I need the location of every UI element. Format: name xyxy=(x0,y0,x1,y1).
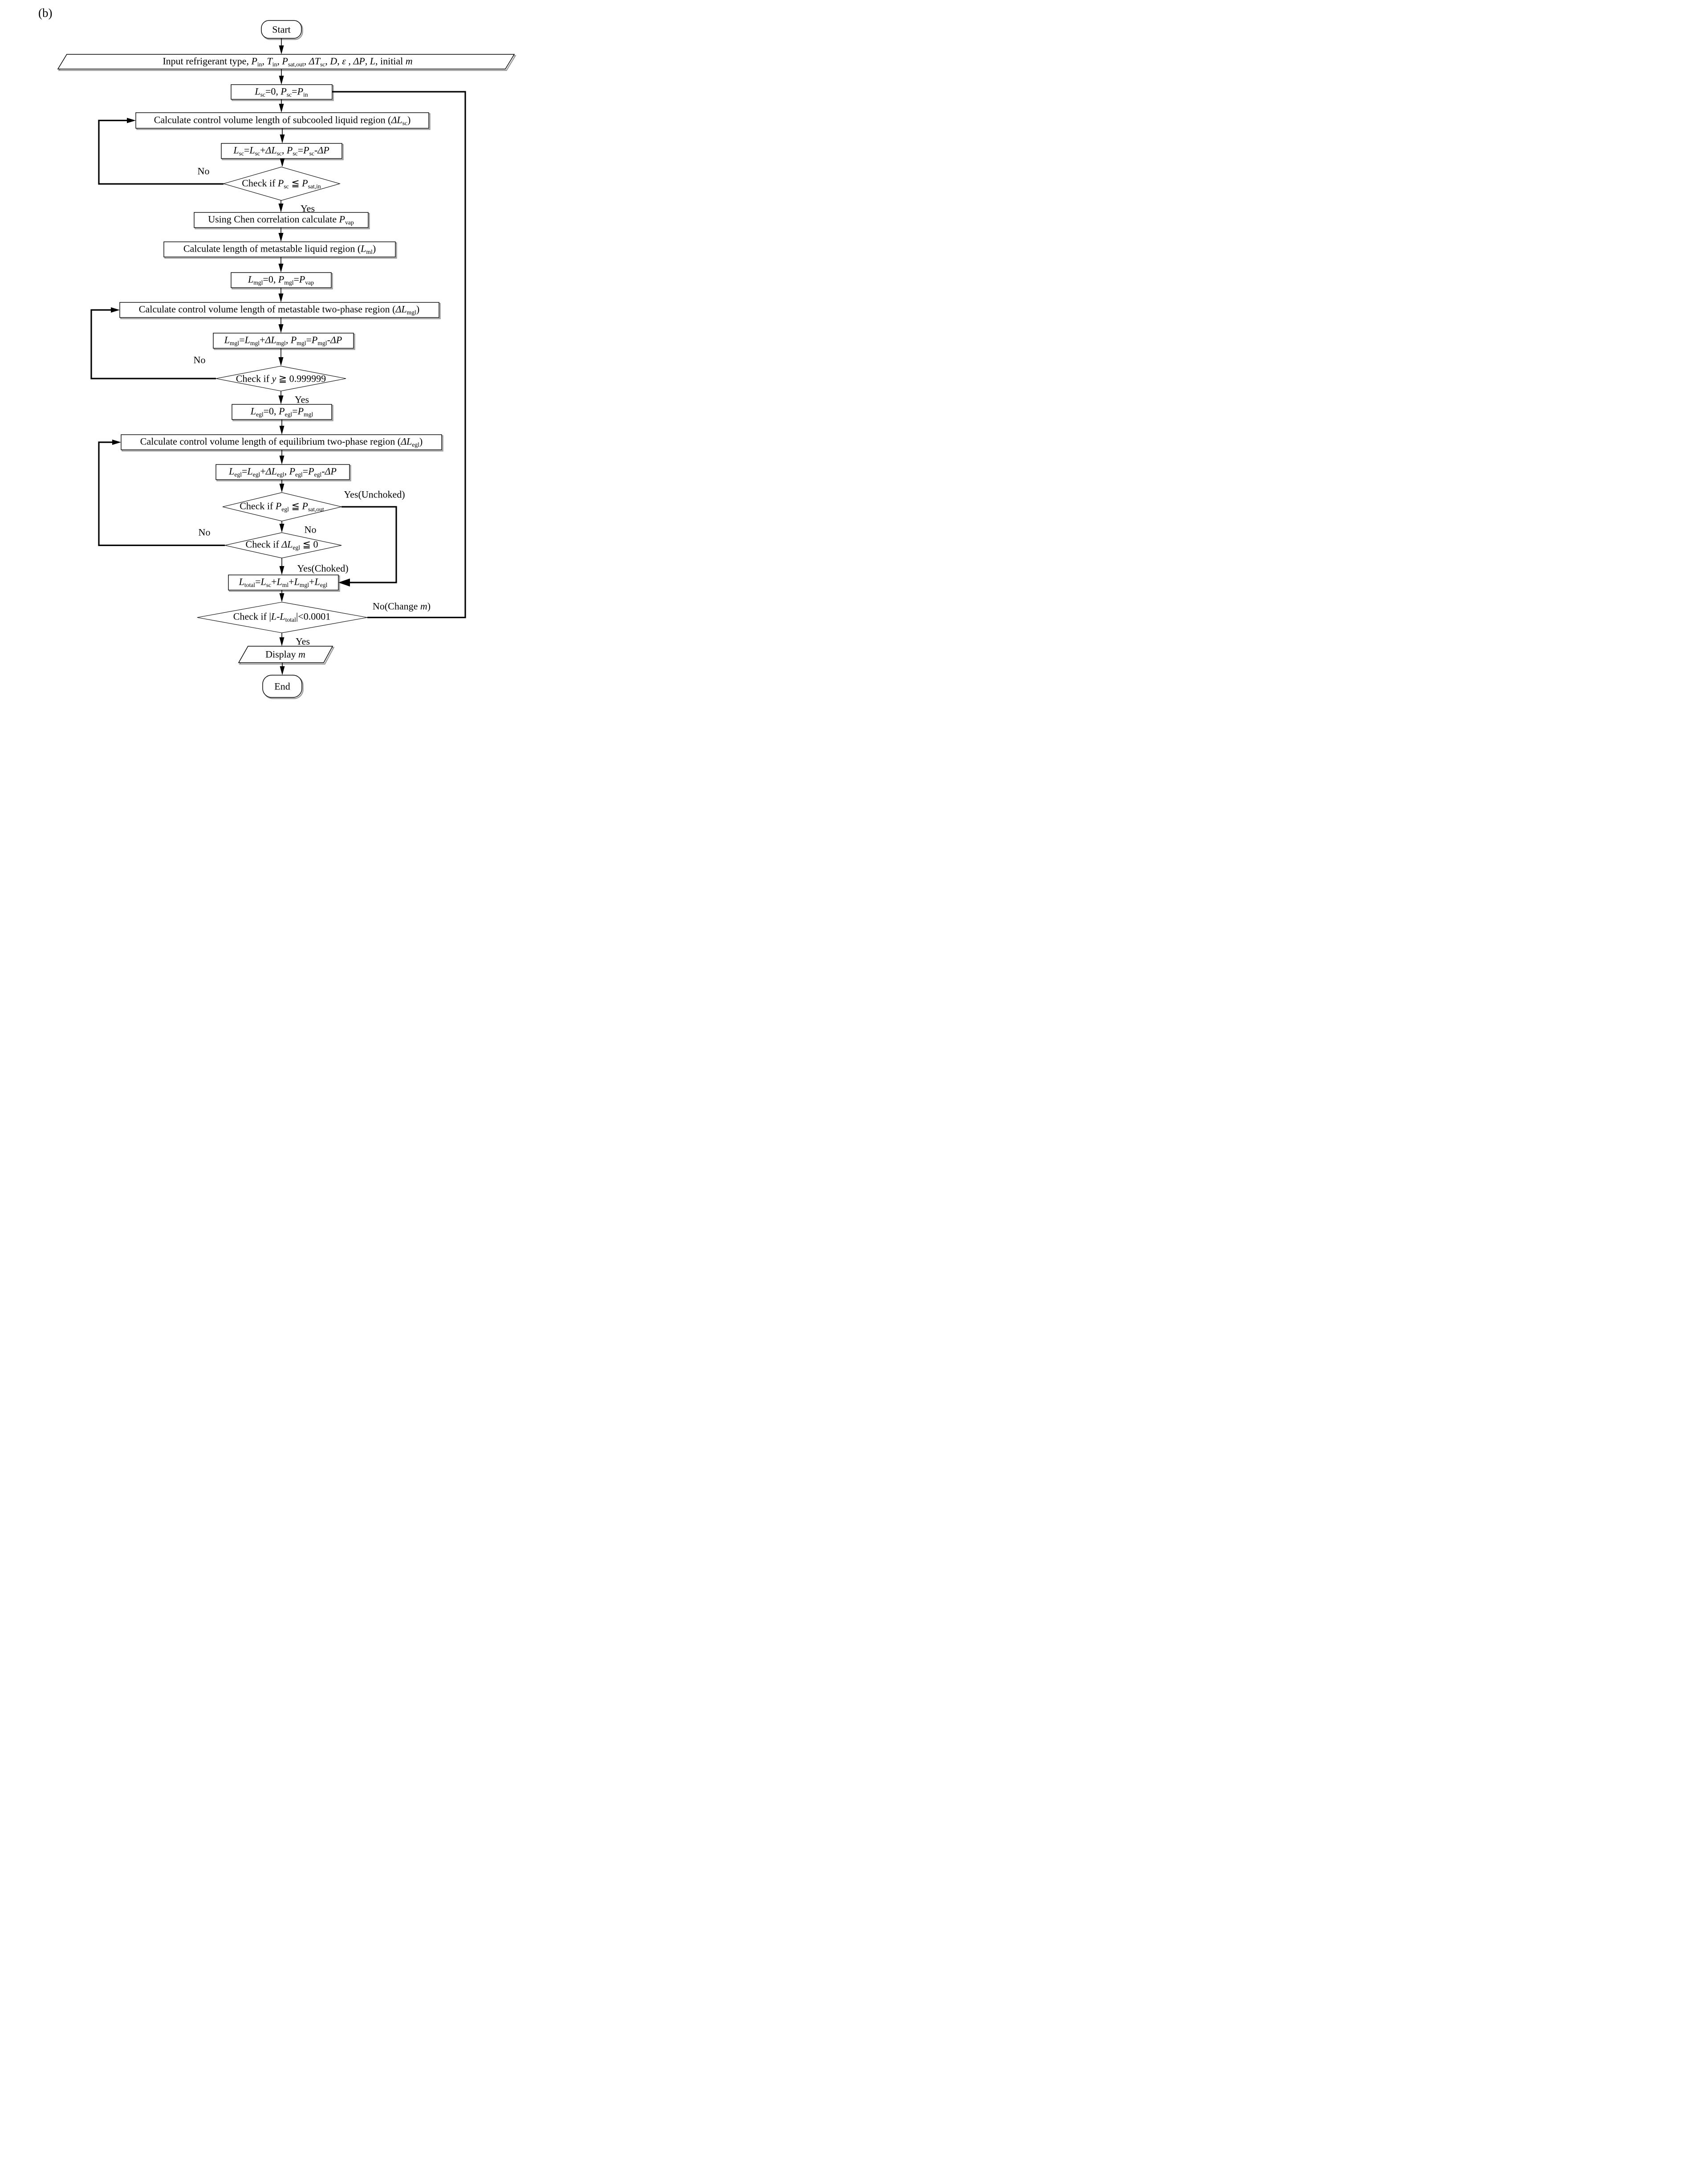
node-init-sc-label: Lsc=0, Psc=Pin xyxy=(255,86,308,98)
flowchart-graphics xyxy=(57,20,516,699)
node-check-converge-label: Check if |L-Ltotal|<0.0001 xyxy=(233,611,331,623)
edge-label-converge-yes: Yes xyxy=(295,636,310,647)
arrowhead-chen-calcml xyxy=(278,233,284,242)
arrowhead-checkpsc-chen xyxy=(278,204,284,212)
input-parallelogram-shape xyxy=(57,54,515,69)
calc-ml-box-shape xyxy=(163,241,396,257)
figure-label: (b) xyxy=(38,6,53,20)
node-start-label: Start xyxy=(272,24,291,35)
node-check-psc-label: Check if Psc ≦ Psat,in xyxy=(242,177,321,190)
arrowhead-checkdlegl-total xyxy=(279,566,285,575)
feedback-change-m-line xyxy=(332,91,466,619)
node-init-mgl-label: Lmgl=0, Pmgl=Pvap xyxy=(248,273,314,286)
node-update-mgl-label: Lmgl=Lmgl+ΔLmgl, Pmgl=Pmgl-ΔP xyxy=(224,334,342,347)
edge-label-y-no: No xyxy=(193,354,206,366)
arrowhead-start-input xyxy=(279,45,284,54)
node-check-pegl-label: Check if Pegl ≦ Psat,out xyxy=(240,500,324,513)
calc-sc-box-shape xyxy=(135,112,429,129)
node-init-egl-label: Legl=0, Pegl=Pmgl xyxy=(250,405,313,418)
node-calc-mgl-label: Calculate control volume length of metas… xyxy=(138,303,420,316)
init-sc-box-shape xyxy=(231,84,333,100)
update-egl-box-shape xyxy=(215,464,350,480)
arrowhead-calcegl-updateegl xyxy=(279,456,285,465)
arrowhead-loop-y xyxy=(111,307,120,313)
edge-label-y-yes: Yes xyxy=(294,394,309,405)
node-display-label: Display m xyxy=(265,648,305,660)
check-psc-diamond-shape xyxy=(223,167,341,201)
arrowhead-unchoked-total xyxy=(338,579,350,587)
update-sc-box-shape xyxy=(221,143,342,159)
edge-label-pegl-no: No xyxy=(304,524,317,535)
arrowhead-input-initsc xyxy=(279,76,284,85)
chen-box-shape xyxy=(194,212,369,228)
node-calc-sc-label: Calculate control volume length of subco… xyxy=(154,114,411,127)
arrowhead-calcml-initmgl xyxy=(278,264,284,273)
node-update-egl-label: Legl=Legl+ΔLegl, Pegl=Pegl-ΔP xyxy=(229,465,337,478)
node-update-sc-label: Lsc=Lsc+ΔLsc, Psc=Psc-ΔP xyxy=(233,144,329,157)
total-box-shape xyxy=(228,575,339,591)
node-calc-ml-label: Calculate length of metastable liquid re… xyxy=(183,243,376,256)
loop-arrowheads xyxy=(111,118,350,587)
node-check-dlegl-label: Check if ΔLegl ≦ 0 xyxy=(245,538,318,551)
display-parallelogram-shape xyxy=(238,646,333,663)
edge-label-pegl-yes-unchoked: Yes(Unchoked) xyxy=(344,489,405,500)
node-shapes xyxy=(57,20,515,698)
loop-dlegl-no-line xyxy=(98,441,225,546)
node-end-label: End xyxy=(274,680,290,692)
node-input-label: Input refrigerant type, Pin, Tin, Psat,o… xyxy=(163,55,413,68)
edge-label-psc-yes: Yes xyxy=(300,203,315,214)
arrowhead-display-end xyxy=(280,666,285,675)
loop-y-no-line xyxy=(90,309,216,379)
node-calc-egl-label: Calculate control volume length of equil… xyxy=(140,436,423,448)
feedback-unchoked-line xyxy=(341,506,397,583)
update-mgl-box-shape xyxy=(213,333,354,349)
arrowhead-loop-psc xyxy=(127,118,136,123)
edge-label-converge-no-change-m: No(Change m) xyxy=(372,600,431,612)
end-terminator-shape xyxy=(262,675,302,698)
arrowhead-updatemgl-checky xyxy=(278,357,284,366)
node-check-y-label: Check if y ≧ 0.999999 xyxy=(236,373,326,384)
check-dlegl-diamond-shape xyxy=(224,532,342,558)
edge-label-psc-no: No xyxy=(197,165,210,177)
loop-connectors xyxy=(90,91,466,619)
node-total-label: Ltotal=Lsc+Lml+Lmgl+Legl xyxy=(239,576,328,589)
start-terminator-shape xyxy=(261,20,302,39)
check-y-diamond-shape xyxy=(215,366,346,391)
arrowhead-calcsc-updatesc xyxy=(280,134,285,143)
check-converge-diamond-shape xyxy=(197,602,368,633)
edge-label-dlegl-yes-choked: Yes(Choked) xyxy=(297,562,349,574)
arrowhead-checky-initegl xyxy=(278,395,284,404)
arrowhead-total-checkconverge xyxy=(279,593,285,602)
arrowhead-calcmgl-updatemgl xyxy=(278,324,284,333)
arrowhead-updateegl-checkpegl xyxy=(279,484,285,493)
arrowhead-loop-dlegl xyxy=(112,440,121,445)
check-pegl-diamond-shape xyxy=(222,492,342,522)
arrowhead-initegl-calcegl xyxy=(279,426,285,435)
init-mgl-box-shape xyxy=(231,272,332,288)
loop-psc-no-line xyxy=(98,119,224,185)
arrowhead-checkconverge-display xyxy=(279,637,285,646)
calc-mgl-box-shape xyxy=(119,302,439,318)
arrowhead-checkpegl-checkdlegl xyxy=(279,524,285,533)
calc-egl-box-shape xyxy=(121,434,442,450)
flow-connectors xyxy=(278,38,285,675)
init-egl-box-shape xyxy=(232,404,332,420)
flowchart-canvas: (b) Start Input refrigerant type, Pin, T… xyxy=(0,0,549,713)
node-chen-label: Using Chen correlation calculate Pvap xyxy=(208,213,354,226)
arrowhead-initsc-calcsc xyxy=(279,104,284,113)
arrowhead-updatesc-checkpsc xyxy=(280,158,285,167)
arrowhead-initmgl-calcmgl xyxy=(278,293,284,302)
edge-label-dlegl-no: No xyxy=(198,526,211,538)
